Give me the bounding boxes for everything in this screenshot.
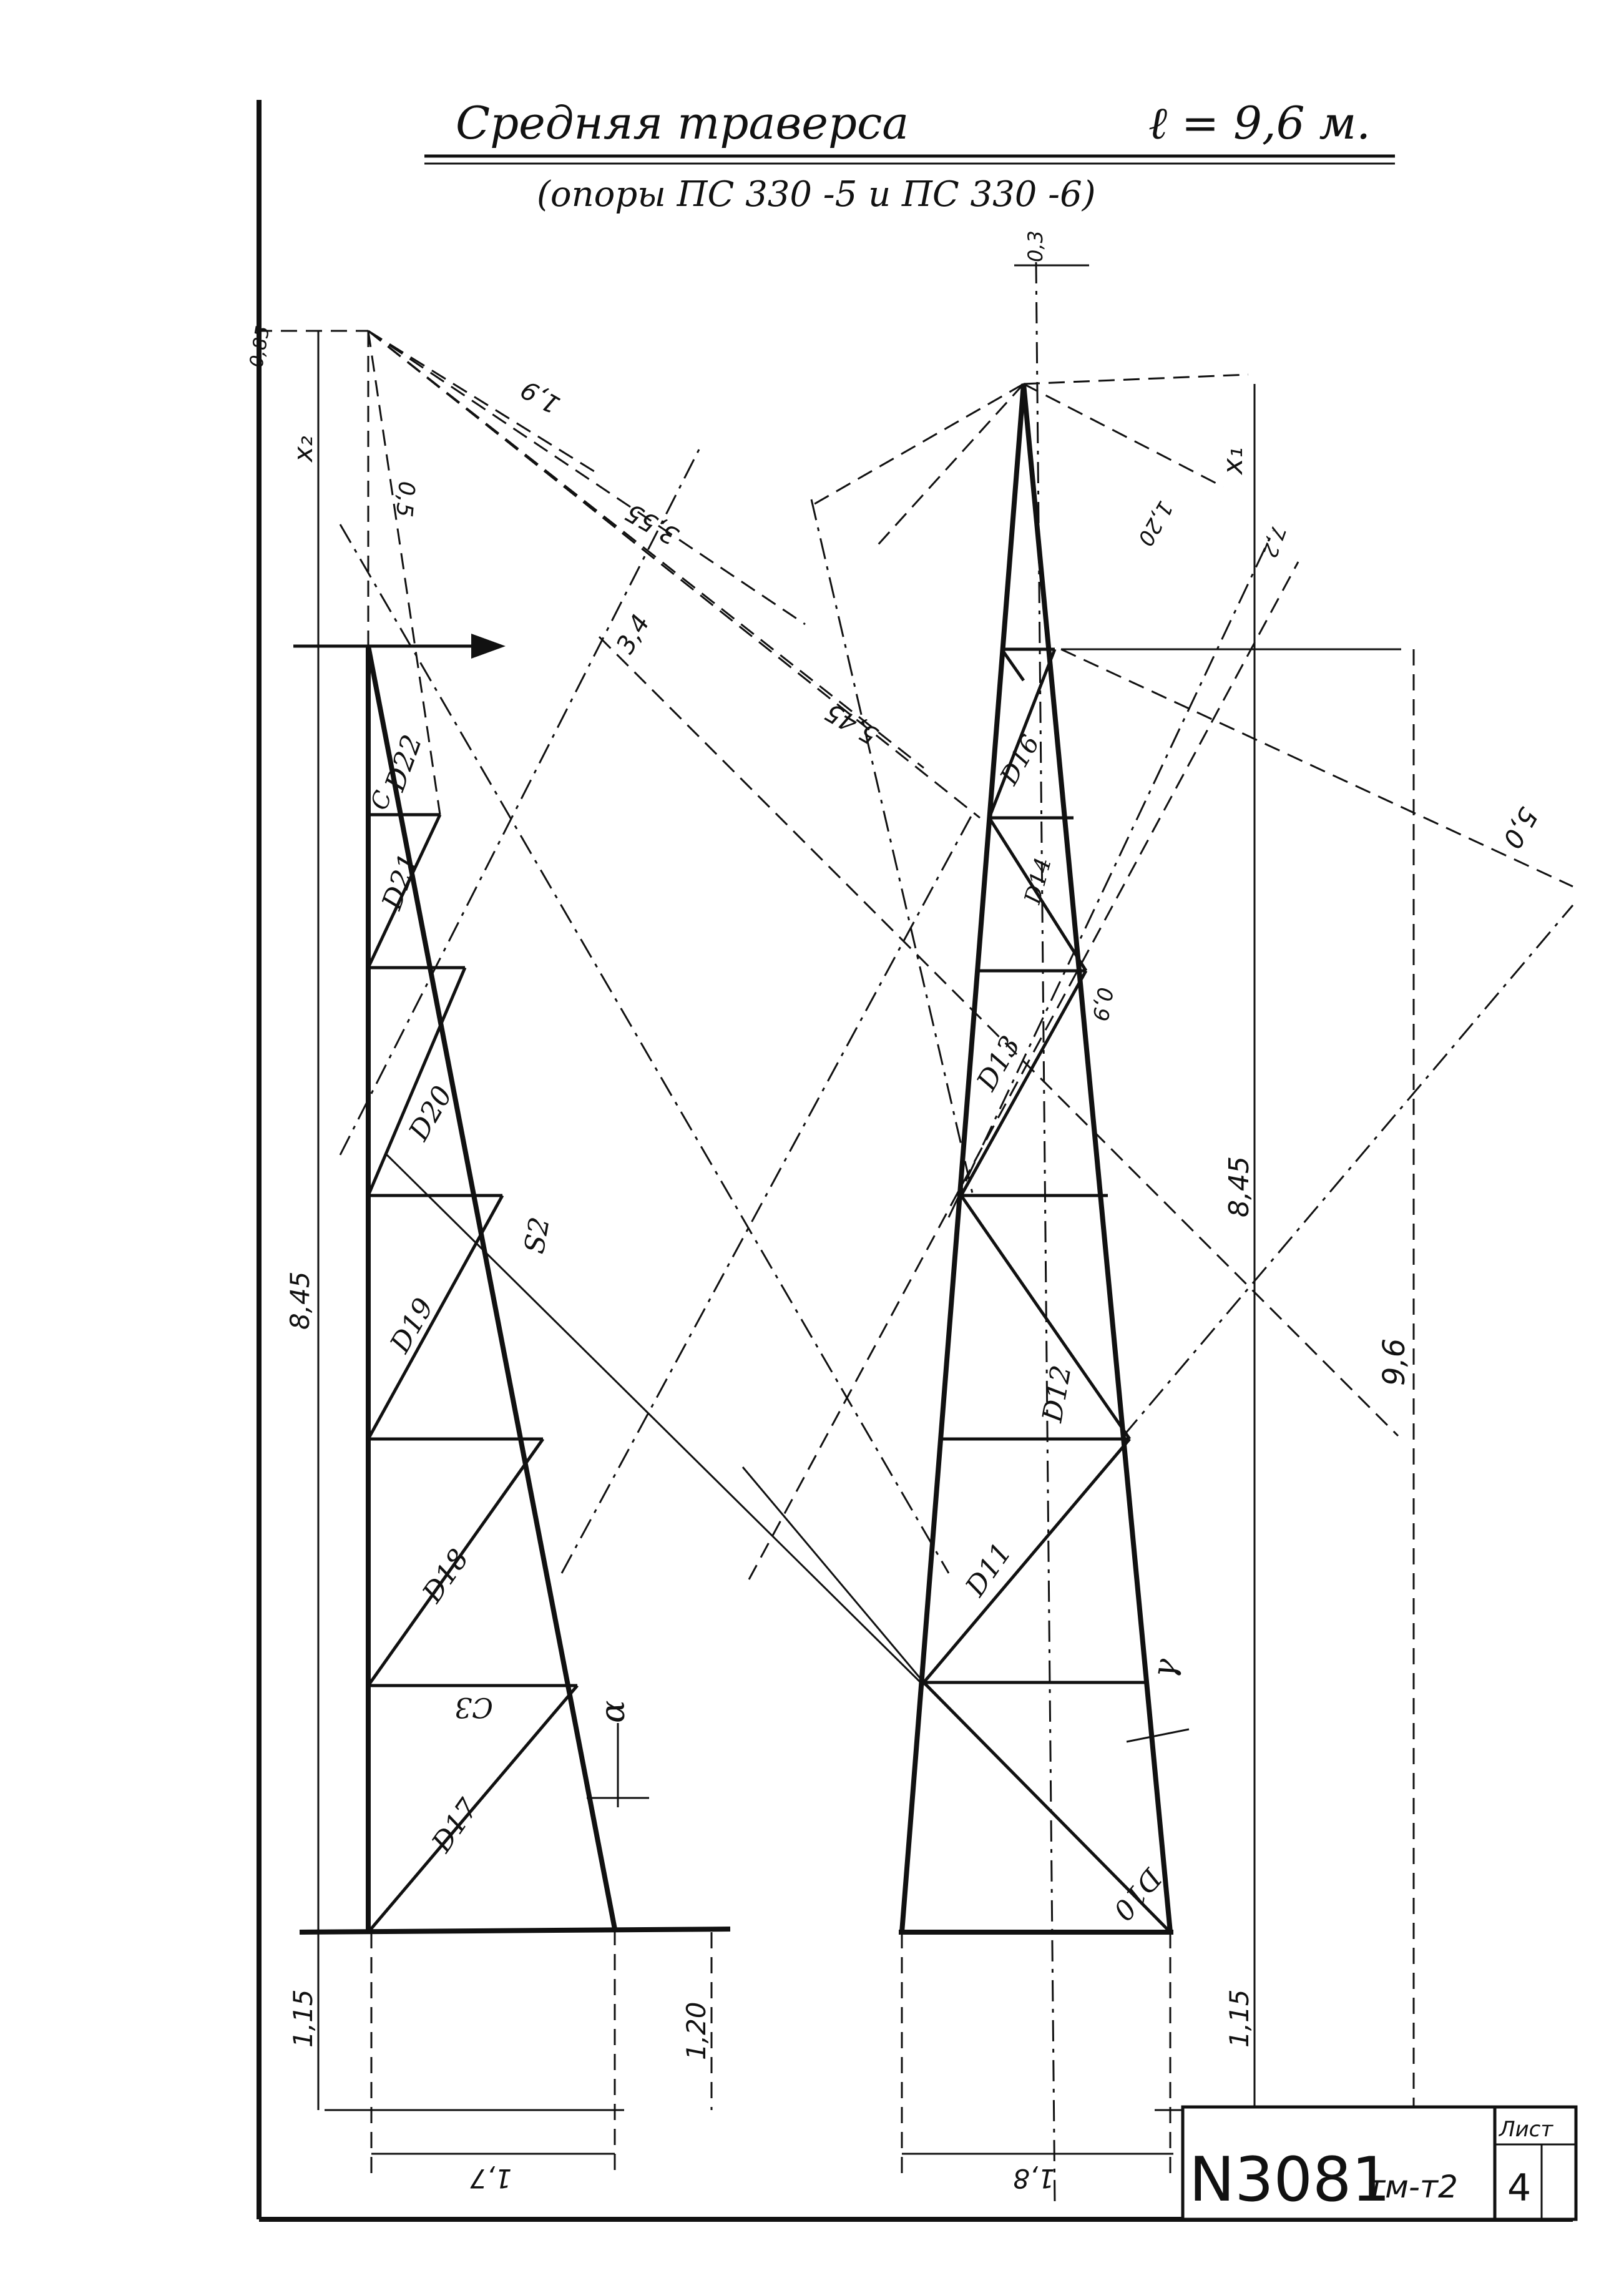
right-diagonal-top <box>1000 648 1025 682</box>
title-stamp <box>1181 2105 1578 2221</box>
left-diagonal-1 <box>366 813 442 969</box>
left-diag-34-label: 3,4 <box>611 610 656 659</box>
left-tip-ray-3 <box>368 330 924 769</box>
member-D13: D13 <box>971 1031 1027 1096</box>
member-D17: D17 <box>426 1793 485 1858</box>
right-height-845-label: 8,45 <box>1223 1156 1255 1217</box>
left-diagonal-3 <box>366 1194 504 1440</box>
right-top-offset-label: 0,3 <box>1024 230 1047 262</box>
member-D11: D11 <box>959 1537 1019 1603</box>
right-tip-ray-3 <box>1023 383 1224 488</box>
subtitle-text: (опоры ПС 330 -5 и ПС 330 -6) <box>537 174 1096 215</box>
right-centerline <box>1035 262 1056 2204</box>
left-diagonal-4 <box>366 1438 545 1687</box>
right-diagonal-6 <box>922 1681 1172 1933</box>
left-construction-line-4 <box>598 636 1399 1437</box>
left-angle-alpha: α <box>593 1701 632 1723</box>
left-bottom-left-label: 1,15 <box>288 1989 318 2048</box>
stamp-code: тм-т2 <box>1367 2169 1458 2205</box>
right-truss-right-chord <box>1021 383 1173 1933</box>
left-diagonal-2 <box>366 967 467 1196</box>
left-tip-ray-2 <box>368 330 806 626</box>
left-diagonal-5 <box>367 1684 579 1933</box>
title-text: Средняя траверса <box>456 97 909 149</box>
left-construction-line-2 <box>339 449 700 1156</box>
right-angle-gamma: γ <box>1145 1656 1184 1681</box>
right-construction-1 <box>810 499 975 1199</box>
left-truss-outer-chord <box>366 646 617 1930</box>
right-diagonal-2 <box>987 817 1088 972</box>
left-width-label: 1,7 <box>470 2163 512 2194</box>
right-construction-3 <box>1122 905 1574 1436</box>
right-width-label: 1,8 <box>1013 2163 1055 2194</box>
right-dim-120-label: 1,20 <box>1132 497 1177 551</box>
left-tip-ray-4 <box>368 330 981 819</box>
left-top-arrow-head <box>471 634 506 659</box>
cross-line-left <box>386 1154 925 1687</box>
left-diag-19-label: 1,9 <box>516 375 565 420</box>
right-truss <box>741 262 1574 2204</box>
left-top-offset-label: 0,5 <box>391 480 419 518</box>
stamp-frame <box>1181 2105 1578 2221</box>
member-D12: D12 <box>1036 1363 1077 1425</box>
left-diag-545-label: 5,45 <box>821 697 883 750</box>
cross-line-right <box>741 1466 925 1683</box>
right-tip-ray-1 <box>873 383 1025 551</box>
angle-gamma-arc <box>1126 1728 1190 1743</box>
left-truss <box>256 330 1399 2179</box>
member-S2: S2 <box>519 1215 556 1256</box>
right-diag-09-label: 0,9 <box>1087 985 1118 1023</box>
right-tip-ray-4 <box>1023 373 1249 385</box>
stamp-sheet-label: Лист <box>1498 2117 1553 2142</box>
stamp-number: N3081 <box>1189 2144 1391 2216</box>
left-height-label: 8,45 <box>285 1271 315 1330</box>
left-bottom-right-label: 1,20 <box>681 2001 712 2060</box>
right-bottom-label: 1,15 <box>1224 1989 1255 2048</box>
right-x1-label: x₁ <box>1217 447 1249 476</box>
right-diagonal-5 <box>922 1438 1131 1684</box>
right-construction-2 <box>947 530 1274 1218</box>
right-construction-4 <box>748 561 1299 1580</box>
right-diagonal-3 <box>959 970 1088 1197</box>
member-D20: D20 <box>403 1081 459 1146</box>
member-C3: C3 <box>454 1691 493 1723</box>
title-length: ℓ = 9,6 м. <box>1148 97 1371 149</box>
right-tip-ray-2 <box>811 383 1024 507</box>
right-height-96-label: 9,6 <box>1377 1338 1412 1386</box>
left-tip-offset-label: 0,85 <box>245 325 274 370</box>
right-truss-left-chord <box>899 383 1026 1933</box>
right-tip-ray-5 <box>1060 648 1573 888</box>
left-tip-to-node <box>367 330 441 815</box>
member-D10: D10 <box>1107 1862 1168 1926</box>
left-tip-ray-1 <box>368 330 600 476</box>
right-diag-50-label: 5,0 <box>1497 802 1544 853</box>
stamp-sheet-value: 4 <box>1507 2166 1531 2210</box>
left-tip-x2-label: x₂ <box>288 436 318 463</box>
left-construction-line-3 <box>560 811 975 1574</box>
member-D14: D14 <box>1020 855 1057 908</box>
left-base-line <box>299 1927 731 1935</box>
member-D18: D18 <box>416 1543 476 1609</box>
right-diagonal-1 <box>987 649 1057 818</box>
